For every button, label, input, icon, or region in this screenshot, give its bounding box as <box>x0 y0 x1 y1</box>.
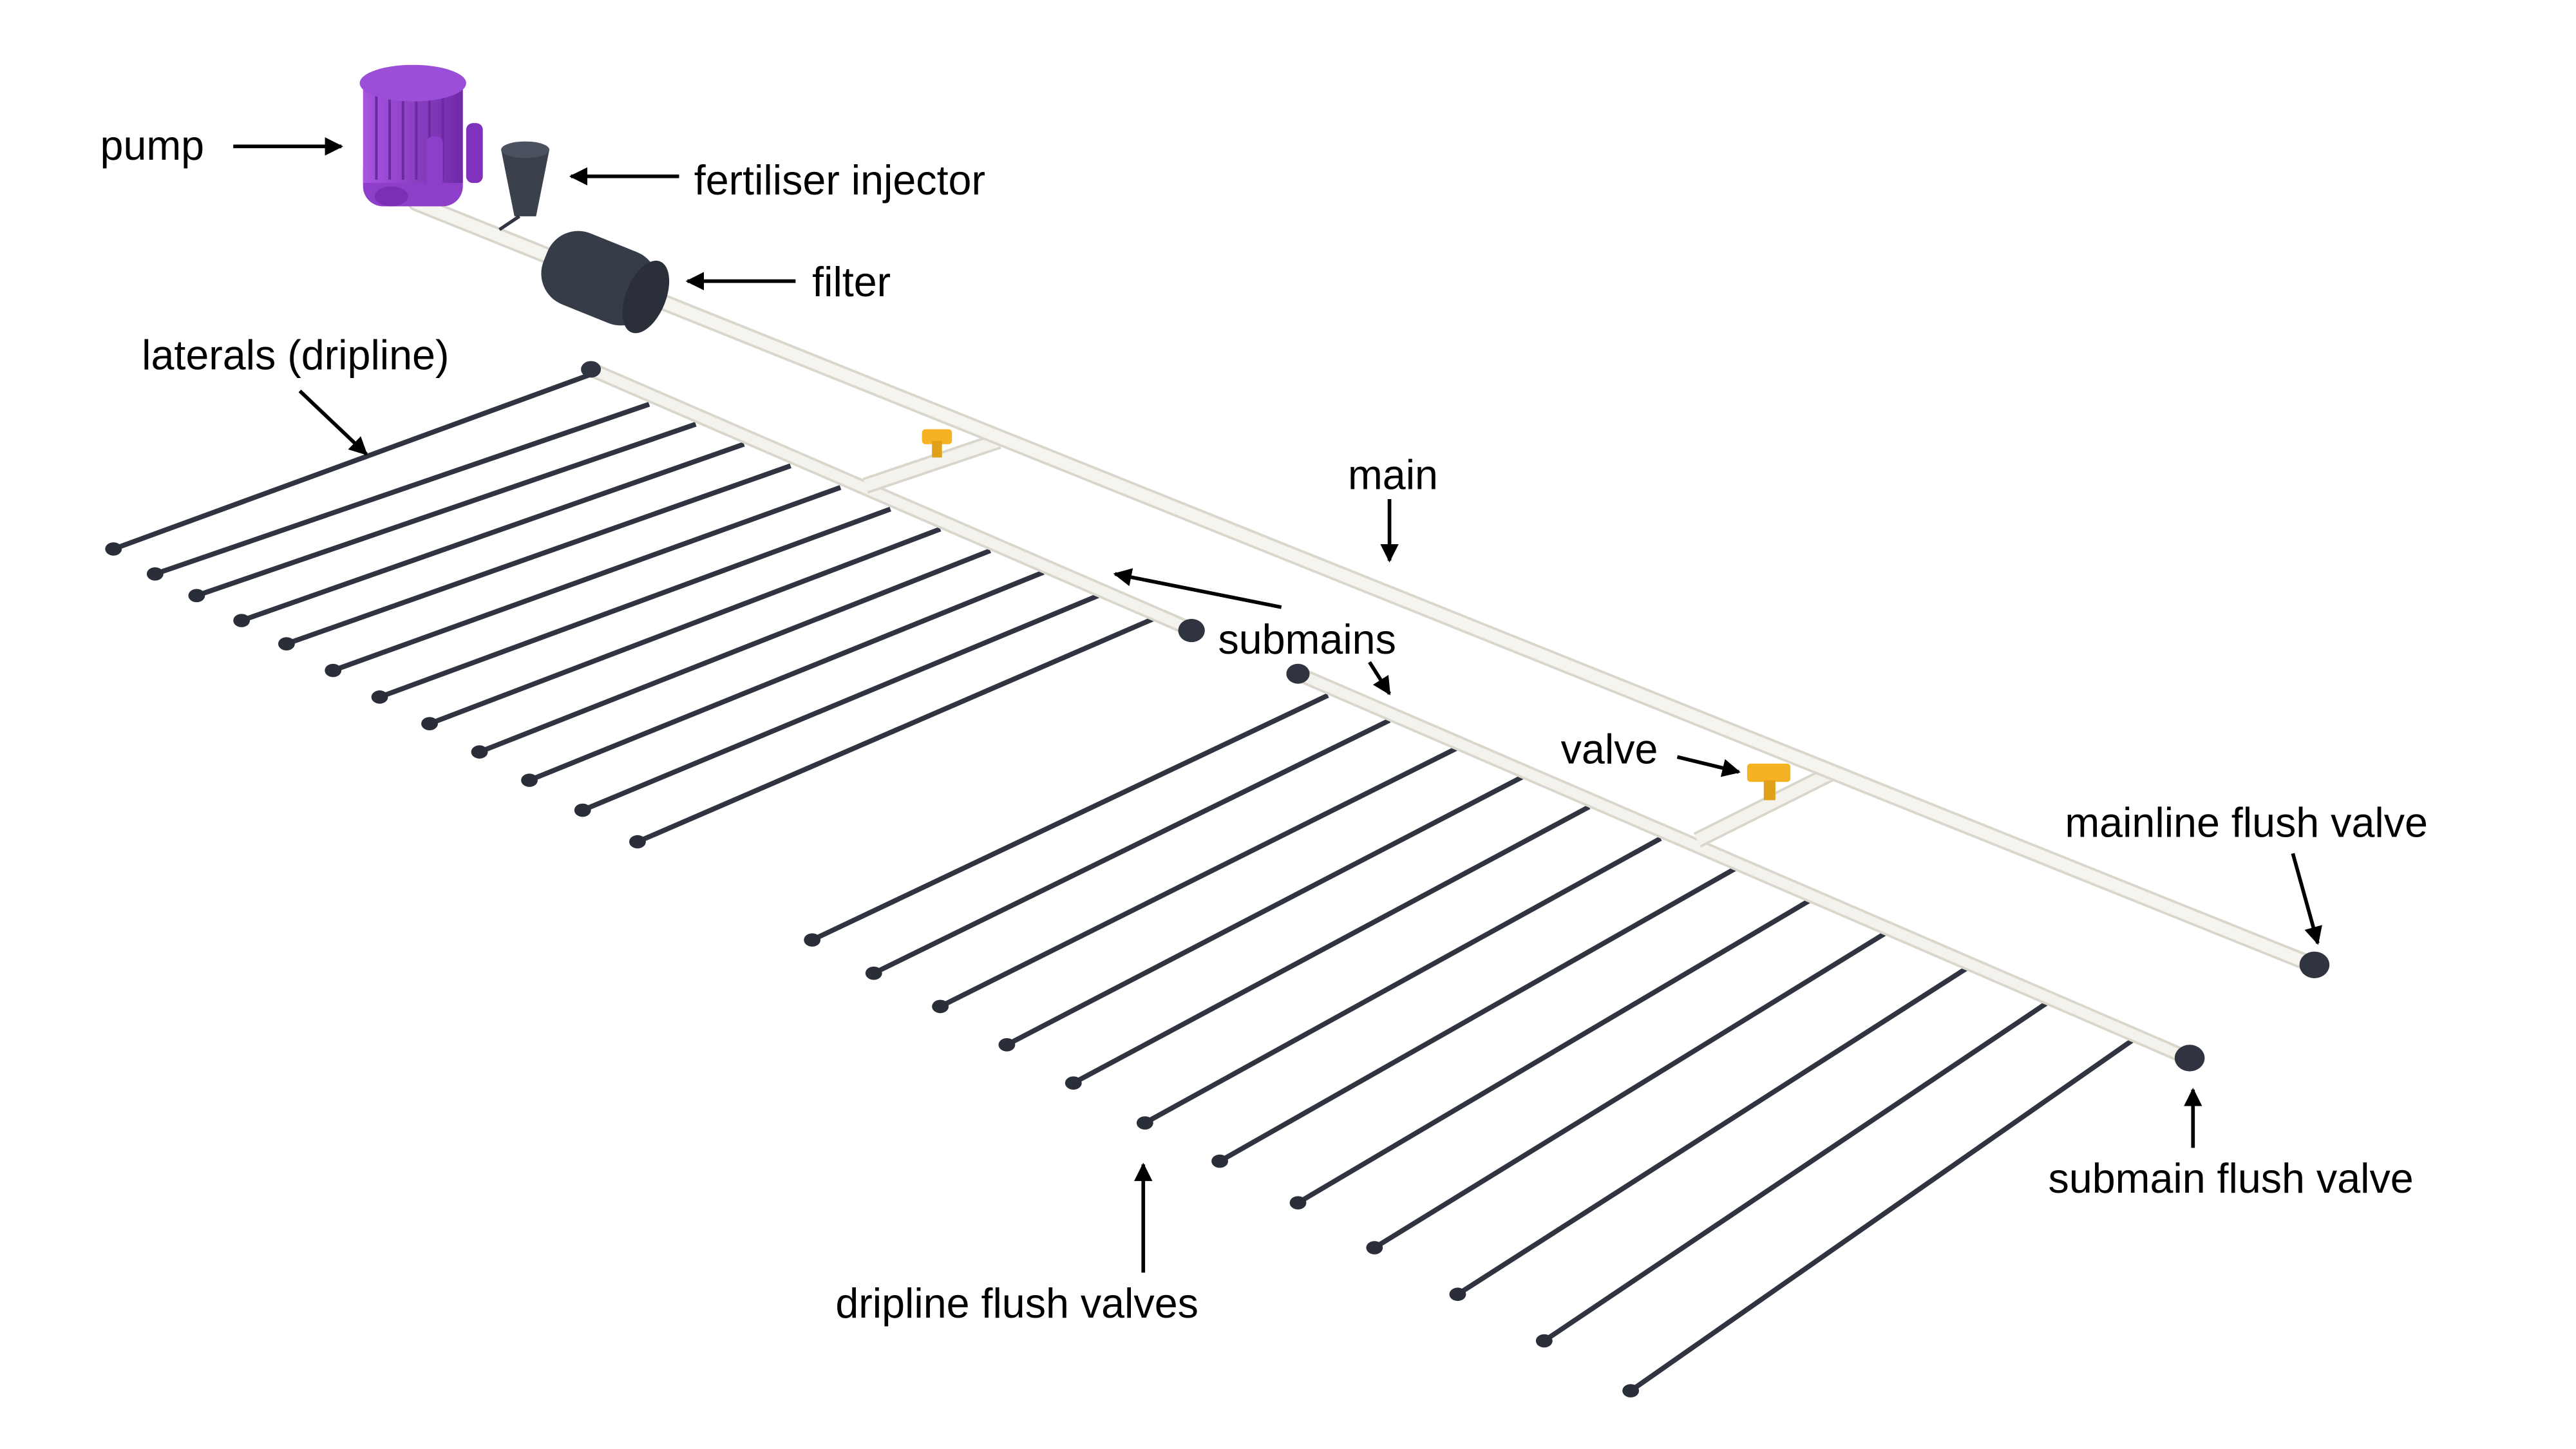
submain-end-cap <box>1286 663 1310 684</box>
arrow-submain-1 <box>1113 568 1282 609</box>
label-pump: pump <box>100 122 205 169</box>
connector-2 <box>1693 763 1834 848</box>
lateral-dripline <box>636 616 1155 844</box>
lateral-dripline <box>240 442 745 623</box>
label-laterals: laterals (dripline) <box>142 332 449 378</box>
dripline-flush-valve <box>233 614 251 627</box>
label-fertiliser-injector: fertiliser injector <box>694 157 985 204</box>
dripline-flush-valve <box>629 835 646 849</box>
lateral-dripline <box>1629 1037 2135 1393</box>
dripline-flush-valve <box>1211 1154 1229 1168</box>
lateral-dripline <box>1072 804 1591 1086</box>
arrow-submain-2 <box>1368 661 1391 696</box>
arrow-mainline-flush <box>2291 853 2322 945</box>
submain-end-cap <box>581 361 601 378</box>
lateral-dripline <box>1005 774 1524 1047</box>
lateral-dripline <box>1296 898 1812 1206</box>
connector-1 <box>862 429 1001 494</box>
pump <box>359 64 483 207</box>
dripline-flush-valve <box>1136 1116 1153 1130</box>
label-submain-flush-valve: submain flush valve <box>2049 1155 2414 1202</box>
dripline-flush-valve <box>371 690 388 704</box>
submain-2 <box>1286 663 2205 1072</box>
dripline-flush-valve <box>421 717 438 731</box>
dripline-flush-valve <box>146 567 164 581</box>
dripline-flush-valve <box>105 542 122 556</box>
valve-1 <box>922 429 952 444</box>
dripline-flush-valve <box>998 1037 1016 1052</box>
dripline-flush-valve <box>1449 1287 1466 1302</box>
dripline-flush-valve <box>804 933 821 947</box>
valve-2 <box>1747 763 1791 782</box>
lateral-dripline <box>873 718 1391 976</box>
label-mainline-flush-valve: mainline flush valve <box>2065 799 2428 846</box>
dripline-flush-valve <box>932 999 949 1014</box>
submain-flush-valve-1 <box>1178 618 1205 643</box>
lateral-dripline <box>1542 1001 2049 1343</box>
callout-arrows <box>233 137 2322 1273</box>
lateral-dripline <box>1143 836 1662 1126</box>
lateral-dripline <box>285 463 791 647</box>
label-main: main <box>1348 451 1438 498</box>
dripline-flush-valve <box>1535 1334 1553 1348</box>
dripline-flush-valve <box>1622 1384 1640 1397</box>
lateral-dripline <box>1218 866 1737 1164</box>
fertiliser-injector <box>498 141 550 231</box>
lateral-dripline <box>939 746 1457 1009</box>
filter <box>541 231 670 334</box>
submain-1 <box>581 361 1205 643</box>
lateral-dripline <box>478 548 992 755</box>
dripline-flush-valve <box>1065 1076 1082 1090</box>
lateral-dripline <box>428 526 942 726</box>
dripline-flush-valve <box>1289 1196 1307 1210</box>
submain-flush-valve-2 <box>2174 1045 2205 1072</box>
dripline-flush-valve <box>521 773 538 787</box>
lateral-dripline <box>1373 931 1887 1250</box>
dripline-flush-valve <box>471 745 488 759</box>
mainline-flush-valve <box>2299 951 2330 978</box>
label-valve: valve <box>1561 726 1658 773</box>
dripline-flush-valve <box>278 637 295 651</box>
arrow-laterals <box>298 390 368 456</box>
lateral-dripline <box>154 402 650 576</box>
lateral-dripline <box>1456 966 1969 1297</box>
dripline-flush-valve <box>325 663 342 677</box>
dripline-flush-valve <box>1366 1241 1383 1255</box>
main-line <box>408 194 2330 978</box>
lateral-dripline <box>379 506 891 700</box>
lateral-dripline <box>528 570 1045 783</box>
lateral-dripline <box>196 422 697 598</box>
lateral-dripline <box>112 372 592 552</box>
dripline-flush-valve <box>188 589 205 603</box>
label-submains: submains <box>1218 616 1396 663</box>
arrow-valve <box>1676 755 1741 777</box>
lateral-dripline <box>811 693 1329 943</box>
lateral-dripline <box>332 485 842 673</box>
label-filter: filter <box>812 259 891 305</box>
dripline-flush-valve <box>574 803 591 817</box>
label-dripline-flush-valves: dripline flush valves <box>835 1280 1198 1327</box>
dripline-flush-valve <box>865 966 882 980</box>
lateral-dripline <box>582 593 1099 813</box>
laterals-group <box>105 372 2135 1397</box>
